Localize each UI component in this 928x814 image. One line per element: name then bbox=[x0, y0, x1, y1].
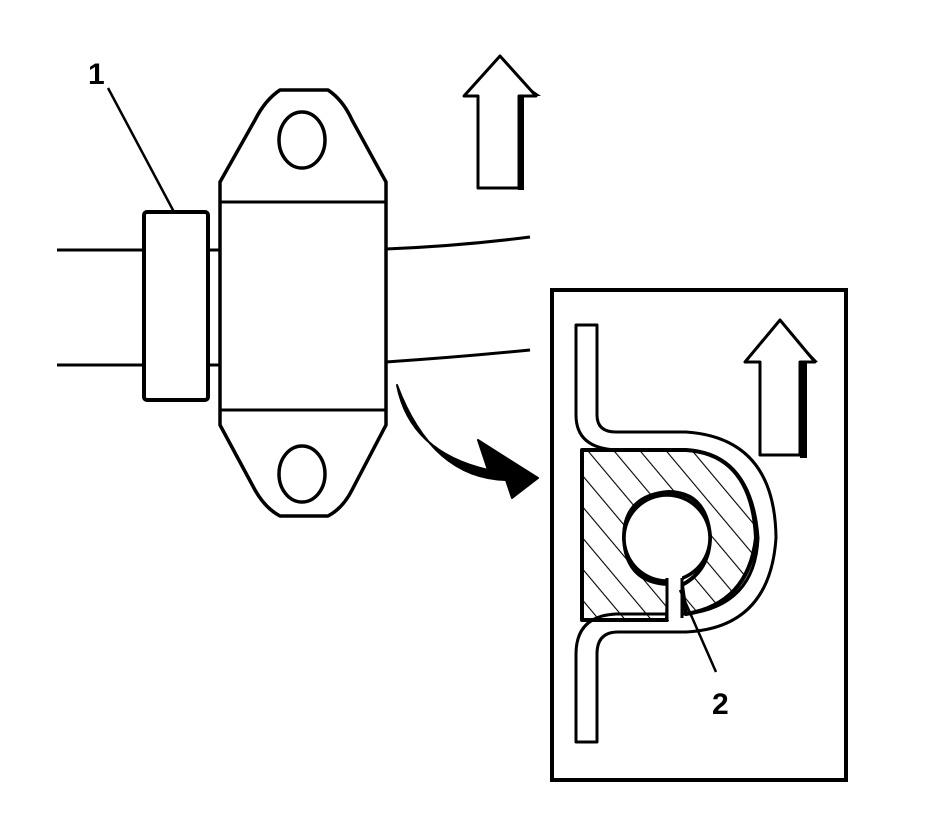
stabilizer-insulator bbox=[142, 210, 210, 402]
callout-1-label: 1 bbox=[88, 58, 105, 91]
callout-2-leader bbox=[678, 589, 718, 673]
upper-mounting-hole bbox=[277, 110, 327, 170]
bar-bore bbox=[622, 493, 712, 583]
stabilizer-bracket bbox=[218, 88, 388, 518]
callout-1-leader bbox=[106, 87, 176, 213]
detail-up-arrow-icon bbox=[743, 318, 818, 458]
insulator-slit bbox=[667, 570, 682, 620]
curved-arrow-icon bbox=[396, 384, 539, 499]
up-arrow-icon bbox=[462, 54, 541, 190]
lower-mounting-hole bbox=[277, 444, 327, 504]
detail-view: 2 bbox=[550, 288, 848, 782]
stabilizer-bar-right bbox=[385, 235, 531, 364]
callout-2-label: 2 bbox=[712, 688, 729, 721]
